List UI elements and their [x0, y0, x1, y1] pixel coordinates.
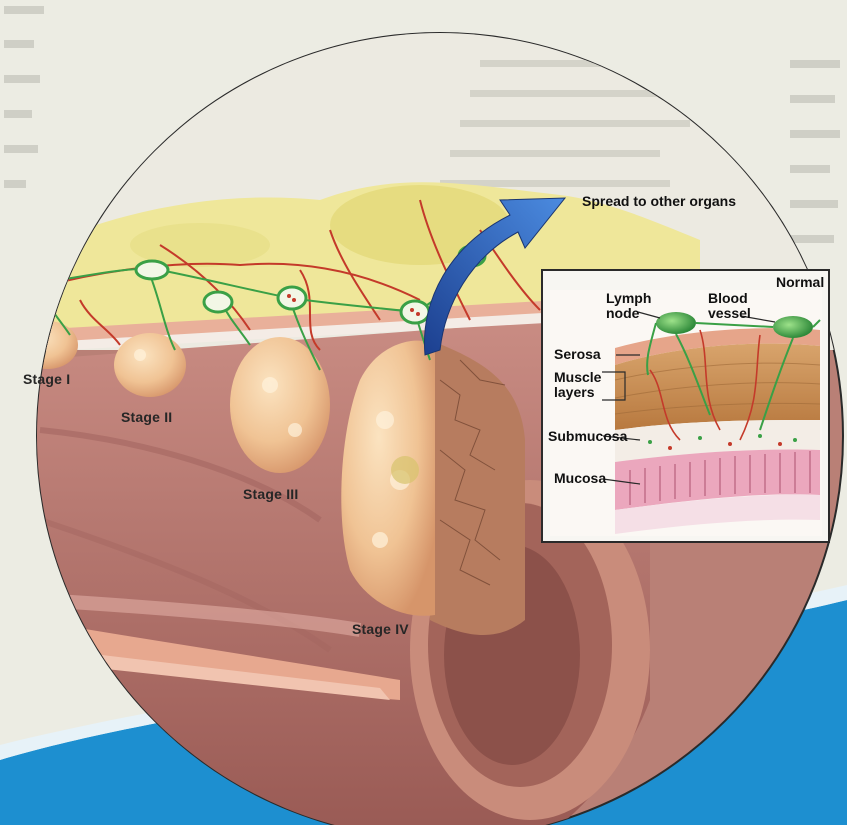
stage-3-label: Stage III — [243, 487, 298, 502]
tumor-stage-1 — [18, 321, 78, 369]
submucosa-label: Submucosa — [548, 429, 627, 444]
mucosa-label: Mucosa — [554, 471, 606, 486]
stage-2-label: Stage II — [121, 410, 172, 425]
tumor-stage-3 — [230, 337, 330, 473]
normal-wall-inset — [542, 270, 829, 542]
tumor-stage-2 — [114, 333, 186, 397]
lymph-node-label: Lymph node — [606, 291, 651, 320]
inset-title: Normal — [776, 275, 824, 290]
muscle-layers-label: Muscle layers — [554, 370, 601, 399]
serosa-label: Serosa — [554, 347, 601, 362]
stage-1-label: Stage I — [23, 372, 70, 387]
spread-label: Spread to other organs — [582, 194, 736, 209]
blood-vessel-label: Blood vessel — [708, 291, 751, 320]
stage-4-label: Stage IV — [352, 622, 409, 637]
